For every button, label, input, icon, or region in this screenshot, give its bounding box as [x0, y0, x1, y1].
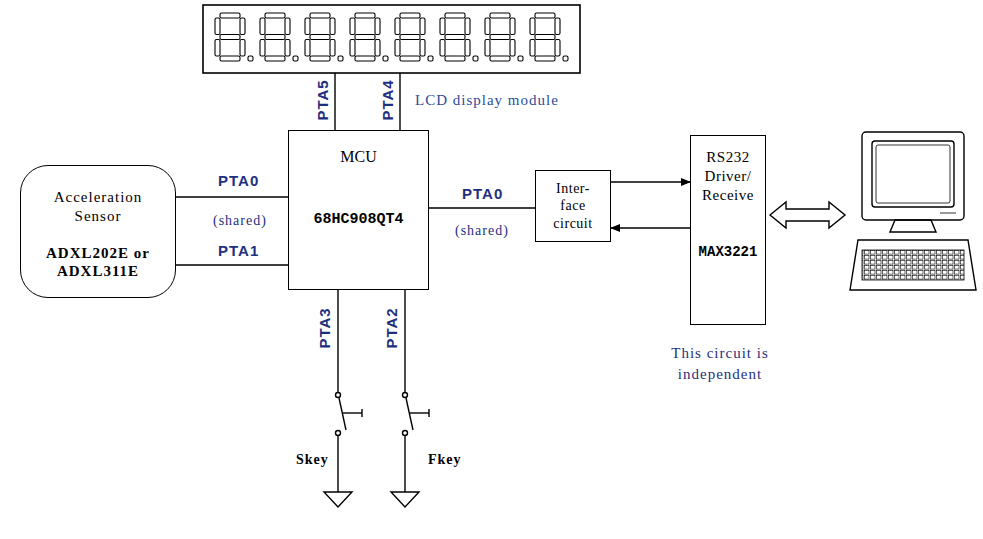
sensor-box: Acceleration SensorADXL202E or ADXL311E: [20, 165, 176, 298]
pin-label: PTA0: [462, 185, 503, 202]
double-arrow: [770, 202, 845, 228]
connector: [334, 73, 335, 130]
note-text: This circuit is independent: [660, 343, 780, 385]
connector: [176, 196, 288, 197]
rs232-box: RS232 Driver/ ReceiveMAX3221: [690, 135, 766, 325]
node-text: RS232 Driver/ Receive: [694, 148, 762, 204]
node-text: 68HC908QT4: [313, 211, 403, 230]
node-text: Acceleration Sensor: [36, 188, 161, 226]
connector: [399, 73, 400, 130]
node-text: MCU: [340, 147, 376, 167]
connector: [611, 227, 690, 228]
connector: [176, 264, 288, 265]
interface-box: Inter- face circuit: [535, 170, 611, 242]
text-label: (shared): [455, 223, 509, 239]
text-label: (shared): [213, 213, 267, 229]
pin-label: PTA4: [379, 79, 396, 120]
connector: [611, 181, 690, 182]
pin-label: PTA0: [218, 172, 259, 189]
computer-icon: [850, 132, 976, 290]
pin-label: PTA3: [316, 307, 333, 348]
lcd-digits: [203, 5, 580, 73]
text-label: Skey: [296, 452, 329, 468]
pin-label: PTA1: [218, 242, 259, 259]
pin-label: PTA2: [383, 307, 400, 348]
node-text: ADXL202E or ADXL311E: [36, 244, 161, 282]
node-text: MAX3221: [699, 244, 758, 262]
pin-label: PTA5: [314, 79, 331, 120]
node-text: Inter- face circuit: [542, 180, 604, 233]
node-text: LCD display module: [415, 91, 559, 110]
mcu-box: MCU 68HC908QT4: [288, 130, 429, 290]
connector: [429, 207, 535, 208]
text-label: Fkey: [428, 452, 462, 468]
